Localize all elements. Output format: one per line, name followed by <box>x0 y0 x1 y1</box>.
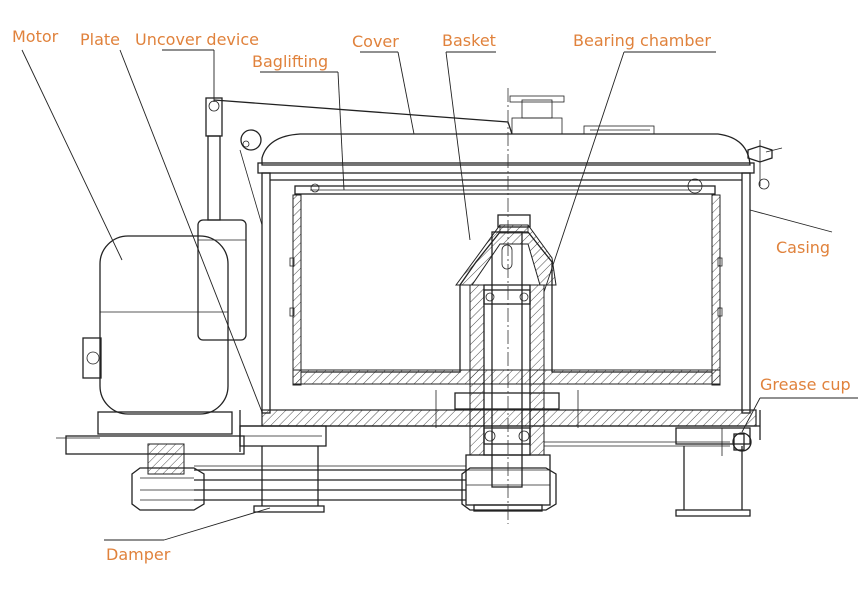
label-cover: Cover <box>352 32 399 51</box>
basket-shape <box>289 194 723 386</box>
bearing-chamber-shape <box>435 231 579 512</box>
labels: Motor Plate Uncover device Baglifting Co… <box>12 27 851 564</box>
leader-lines <box>21 49 858 541</box>
bearing-bottom <box>483 427 531 445</box>
damper-shape <box>253 427 751 517</box>
label-basket: Basket <box>442 31 496 50</box>
label-bearing-chamber: Bearing chamber <box>573 31 711 50</box>
label-casing: Casing <box>776 238 830 257</box>
label-damper: Damper <box>106 545 171 564</box>
clamp-shape <box>747 140 783 190</box>
plate-shape <box>56 425 327 475</box>
cover-shape <box>257 95 755 174</box>
baglifting-shape <box>294 178 716 195</box>
motor-shape <box>82 235 233 435</box>
label-plate: Plate <box>80 30 120 49</box>
label-motor: Motor <box>12 27 59 46</box>
label-uncover-device: Uncover device <box>135 30 259 49</box>
technical-drawing <box>56 88 783 524</box>
bearing-top <box>483 289 531 305</box>
label-grease-cup: Grease cup <box>760 375 851 394</box>
casing-shape <box>239 172 761 452</box>
belt-pulleys <box>131 465 557 511</box>
label-baglifting: Baglifting <box>252 52 328 71</box>
grease-cup-shape <box>544 428 752 456</box>
